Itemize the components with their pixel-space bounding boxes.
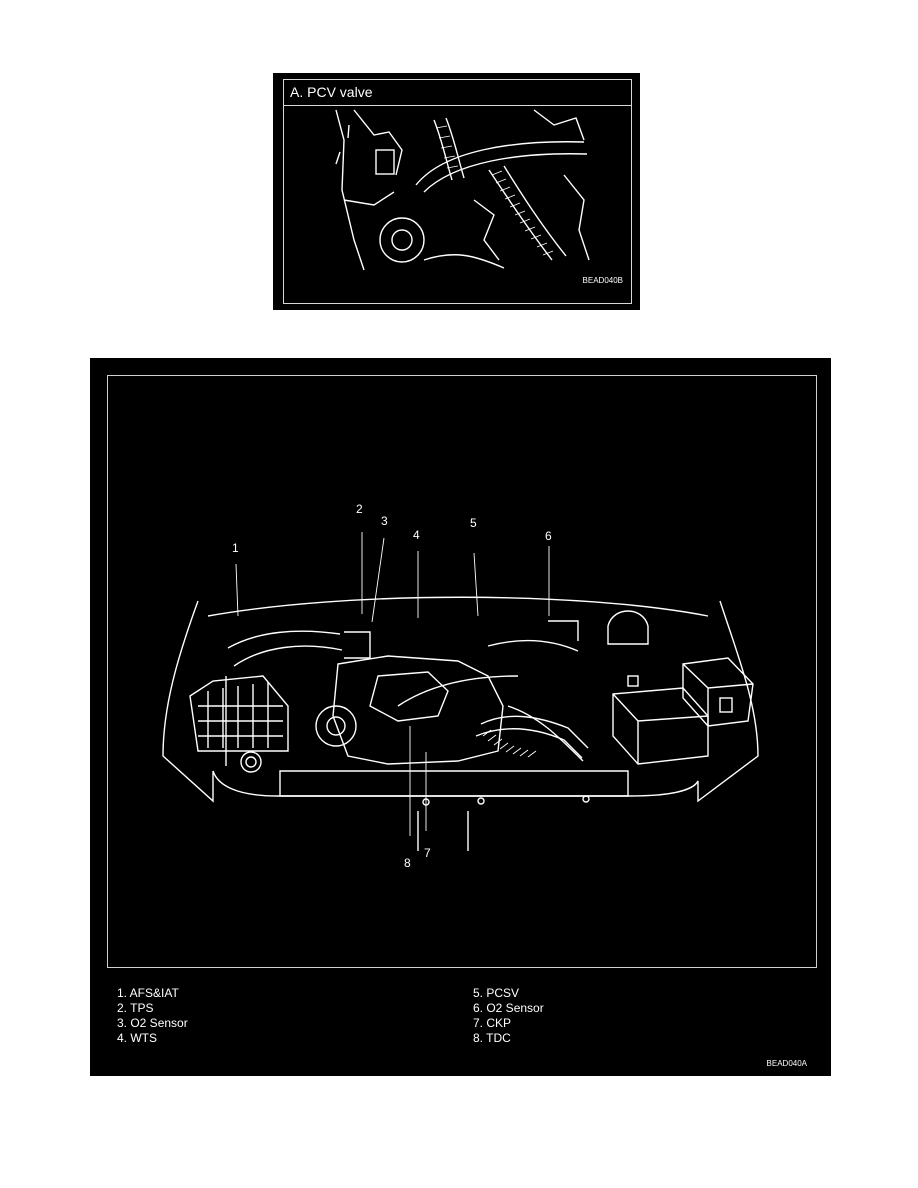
callout-1: 1 xyxy=(232,541,239,555)
callout-4: 4 xyxy=(413,528,420,542)
pcv-figure-code: BEAD040B xyxy=(582,276,623,285)
pcv-valve-figure: A. PCV valve xyxy=(273,73,640,310)
legend-item: 4. WTS xyxy=(117,1031,158,1045)
engine-figure-code: BEAD040A xyxy=(766,1059,807,1068)
pcv-engine-drawing xyxy=(335,109,590,271)
legend-item: 2. TPS xyxy=(117,1001,154,1015)
engine-bay-drawing xyxy=(162,532,759,851)
legend-item: 1. AFS&IAT xyxy=(117,986,179,1000)
legend-item: 8. TDC xyxy=(473,1031,511,1045)
engine-compartment-figure: 1 2 3 4 5 6 7 8 1. AFS&IAT 2. TPS 3. O2 … xyxy=(90,358,831,1076)
pcv-figure-frame: A. PCV valve xyxy=(283,79,632,304)
legend-item: 3. O2 Sensor xyxy=(117,1016,188,1030)
engine-figure-frame: 1 2 3 4 5 6 7 8 xyxy=(107,375,817,968)
legend-item: 5. PCSV xyxy=(473,986,520,1000)
legend-item: 7. CKP xyxy=(473,1016,512,1030)
callout-7: 7 xyxy=(424,846,431,860)
legend-item: 6. O2 Sensor xyxy=(473,1001,544,1015)
legend-right-column: 5. PCSV 6. O2 Sensor 7. CKP 8. TDC xyxy=(473,986,544,1046)
callout-3: 3 xyxy=(381,514,388,528)
callout-2: 2 xyxy=(356,502,363,516)
legend-left-column: 1. AFS&IAT 2. TPS 3. O2 Sensor 4. WTS xyxy=(117,986,188,1046)
callout-8: 8 xyxy=(404,856,411,870)
callout-5: 5 xyxy=(470,516,477,530)
pcv-figure-title: A. PCV valve xyxy=(284,80,631,106)
callout-6: 6 xyxy=(545,529,552,543)
